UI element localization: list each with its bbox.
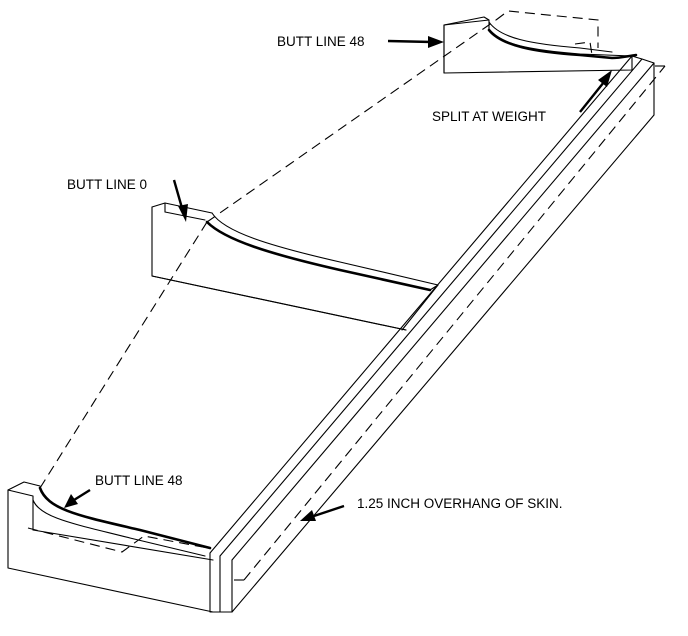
label-butt-line-48-top: BUTT LINE 48 <box>277 34 365 49</box>
label-butt-line-48-bottom: BUTT LINE 48 <box>95 473 183 488</box>
top-rib-block <box>443 10 638 74</box>
bottom-rib-block <box>7 481 214 613</box>
label-butt-line-0: BUTT LINE 0 <box>67 177 148 192</box>
label-split-at-weight: SPLIT AT WEIGHT <box>432 109 547 124</box>
skin-overhang-outline <box>39 19 666 581</box>
spar-beam <box>209 55 655 613</box>
label-overhang: 1.25 INCH OVERHANG OF SKIN. <box>357 496 563 511</box>
middle-rib-block <box>151 202 439 331</box>
leader-arrows <box>64 36 612 521</box>
